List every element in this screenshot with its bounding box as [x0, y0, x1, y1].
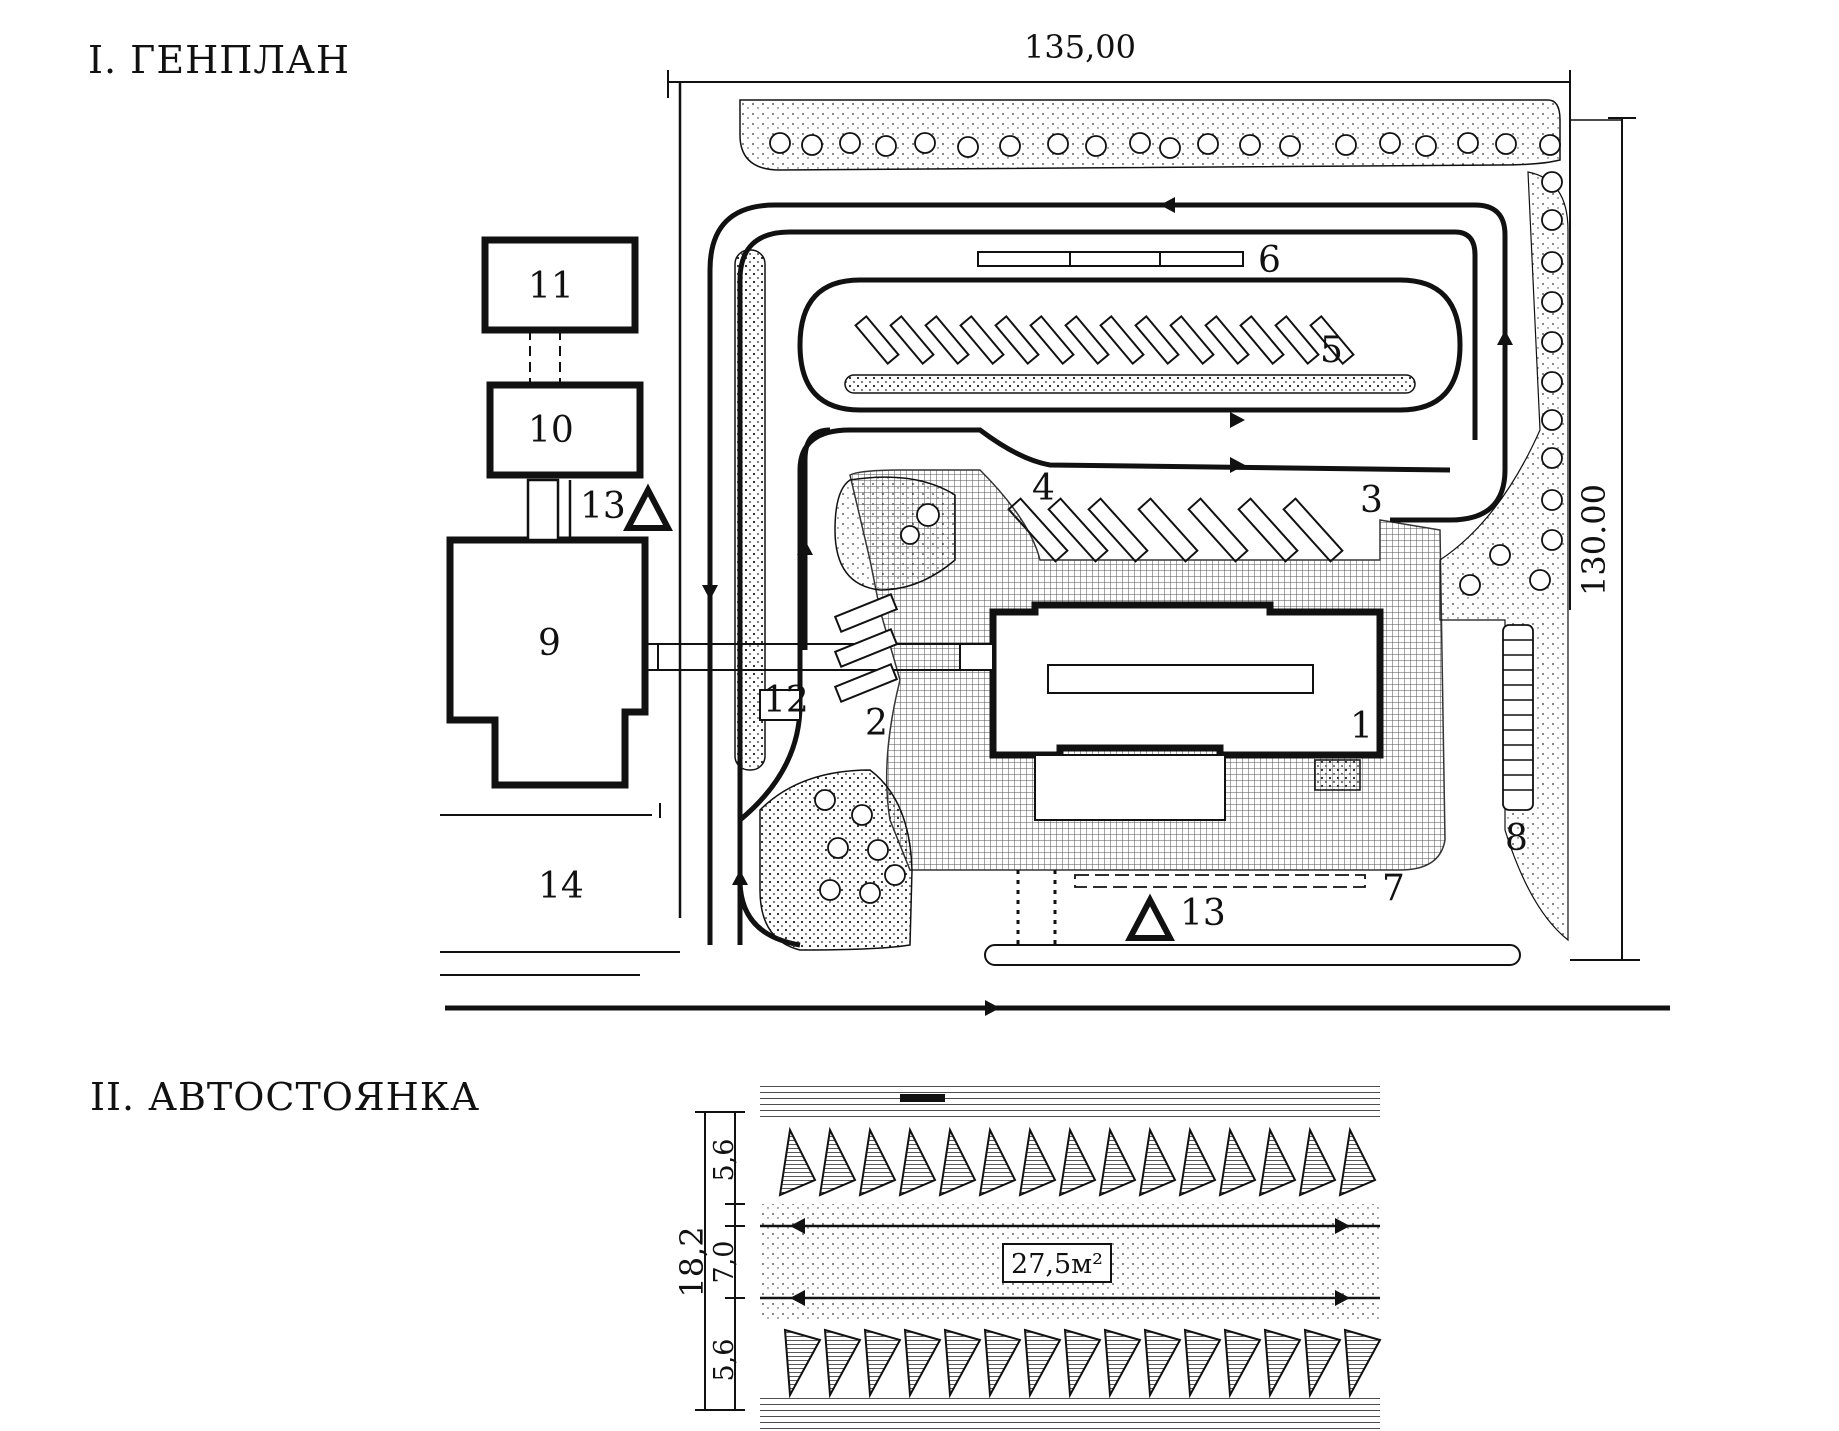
height-dimension: 130.00 — [1575, 484, 1613, 596]
label-7: 7 — [1382, 868, 1405, 909]
tree-belt-east — [1439, 134, 1569, 942]
parking-row-top — [778, 1126, 1377, 1197]
parking-title: II. АВТОСТОЯНКА — [90, 1075, 480, 1119]
parking-row-3-4 — [1007, 497, 1344, 563]
dim-row-top: 5,6 — [709, 1139, 740, 1182]
parking-dimensions — [695, 1111, 745, 1411]
area-value: 27,5м² — [1011, 1249, 1103, 1280]
label-13-top: 13 — [580, 486, 626, 527]
survey-triangle-marker-top — [623, 483, 673, 531]
area-label: 27,5м² — [1002, 1243, 1112, 1283]
parking-row-bottom — [783, 1328, 1382, 1399]
label-5: 5 — [1320, 330, 1343, 371]
dim-row-bottom: 5,6 — [709, 1339, 740, 1382]
genplan-title: I. ГЕНПЛАН — [88, 38, 350, 82]
dim-aisle: 7,0 — [709, 1241, 740, 1284]
green-area-west — [759, 476, 956, 951]
tree-belt-north — [739, 99, 1561, 171]
parking-strip-7 — [984, 870, 1521, 966]
entry-parking-2 — [759, 593, 899, 721]
label-8: 8 — [1505, 818, 1528, 859]
parking-island-5 — [797, 277, 1463, 413]
label-6: 6 — [1258, 240, 1281, 281]
label-2: 2 — [865, 703, 888, 744]
dim-total: 18,2 — [673, 1226, 711, 1297]
label-11: 11 — [528, 266, 574, 307]
label-12: 12 — [763, 680, 809, 721]
bus-stop-6 — [977, 251, 1244, 267]
label-9: 9 — [538, 623, 561, 664]
site-boundary — [667, 70, 1640, 961]
label-13-bottom: 13 — [1180, 893, 1226, 934]
width-dimension: 135,00 — [1024, 28, 1136, 66]
building-11 — [481, 236, 639, 385]
main-building-1 — [989, 601, 1384, 821]
building-10 — [486, 381, 644, 479]
label-10: 10 — [528, 410, 574, 451]
survey-triangle-marker-bottom — [1125, 893, 1175, 941]
flow-arrows — [702, 197, 1513, 885]
label-14: 14 — [538, 866, 584, 907]
main-road-south — [440, 803, 1670, 1016]
label-4: 4 — [1032, 468, 1055, 509]
label-1: 1 — [1350, 706, 1373, 747]
building-9 — [446, 478, 649, 789]
aisle-arrows — [790, 1218, 1350, 1306]
label-3: 3 — [1360, 480, 1383, 521]
parking-strip-8 — [1502, 624, 1534, 811]
